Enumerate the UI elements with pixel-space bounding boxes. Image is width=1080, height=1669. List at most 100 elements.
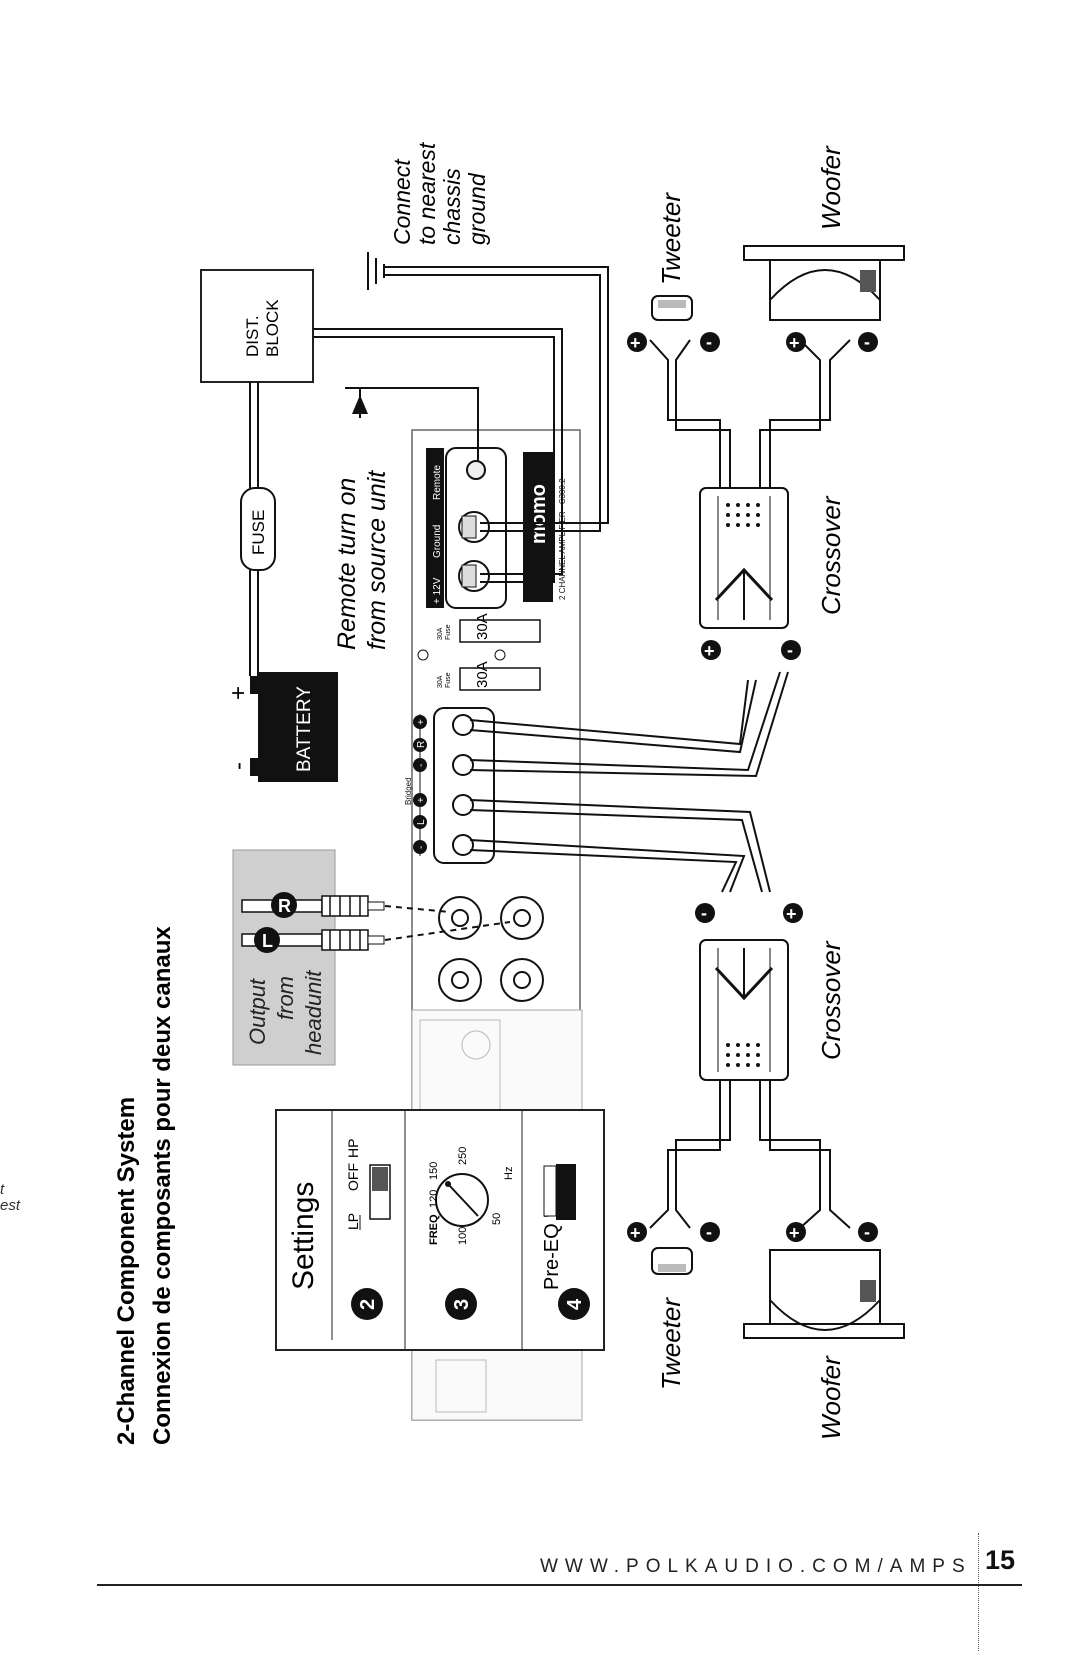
svg-text:+: + <box>630 333 641 353</box>
svg-text:Fuse: Fuse <box>445 624 452 640</box>
power-terminal-12v: + 12V <box>432 577 443 604</box>
fuse-2: 30A 30A Fuse <box>437 661 541 691</box>
terminal-l-plus <box>452 794 474 816</box>
svg-text:30A: 30A <box>437 675 444 688</box>
tweeter-top-label: Tweeter <box>656 192 686 285</box>
pre-eq-switch <box>556 1164 576 1220</box>
svg-text:3: 3 <box>451 1299 473 1310</box>
svg-text:R: R <box>416 741 427 748</box>
inline-fuse: FUSE <box>240 487 276 571</box>
svg-text:+: + <box>704 641 715 661</box>
svg-text:50: 50 <box>491 1213 503 1225</box>
svg-text:BATTERY: BATTERY <box>294 686 315 772</box>
svg-text:120: 120 <box>428 1190 440 1208</box>
ground-wire <box>385 266 609 532</box>
crossover-switch-labels: LP OFF HP <box>345 1139 361 1230</box>
svg-text:HP: HP <box>345 1139 361 1158</box>
fuse-1: 30A 30A Fuse <box>437 613 541 643</box>
svg-text:2: 2 <box>357 1299 379 1310</box>
wires-to-top-speakers <box>649 339 851 470</box>
power-terminal-remote: Remote <box>432 465 443 500</box>
woofer-bottom-label: Woofer <box>816 1355 846 1440</box>
svg-text:-: - <box>864 1222 870 1242</box>
svg-text:150: 150 <box>428 1162 440 1180</box>
tweeter-bottom-label: Tweeter <box>656 1297 686 1390</box>
svg-text:from: from <box>273 976 298 1020</box>
svg-text:FUSE: FUSE <box>249 510 268 555</box>
footer-url[interactable]: WWW.POLKAUDIO.COM/AMPS <box>540 1556 972 1577</box>
margin-fragment-1: t <box>0 1181 5 1198</box>
polarity-bottom-tweeter: + - <box>627 1222 720 1243</box>
svg-text:OFF: OFF <box>345 1163 361 1191</box>
svg-text:+: + <box>789 333 800 353</box>
svg-text:30A: 30A <box>474 613 491 640</box>
svg-text:ground: ground <box>464 172 490 245</box>
tweeter-bottom-icon <box>651 1247 693 1275</box>
battery-minus: - <box>225 762 252 770</box>
crossover-left <box>699 939 789 1098</box>
svg-text:chassis: chassis <box>439 168 465 245</box>
svg-text:-: - <box>706 332 712 352</box>
terminal-ground <box>458 511 490 543</box>
svg-text:headunit: headunit <box>301 970 326 1055</box>
tweeter-top-icon <box>651 295 693 321</box>
svg-text:Hz: Hz <box>503 1167 515 1180</box>
bridged-label: Bridged <box>404 777 413 805</box>
woofer-bottom-icon <box>743 1249 905 1339</box>
speaker-wires-left-channel <box>469 799 771 893</box>
dist-block: DIST. BLOCK <box>200 269 314 383</box>
battery-plus: + <box>225 686 252 700</box>
svg-text:-: - <box>864 332 870 352</box>
power-wire-battery <box>249 382 259 676</box>
brand-text: momo <box>528 484 550 544</box>
svg-text:30A: 30A <box>474 661 491 688</box>
polarity-markers-left: - + <box>695 903 803 924</box>
svg-text:Output: Output <box>245 978 270 1045</box>
speaker-terminal-labels: - L + - R + <box>413 715 427 854</box>
svg-text:to nearest: to nearest <box>414 141 440 245</box>
chassis-ground-icon <box>367 252 385 290</box>
crossover-left-label: Crossover <box>816 940 846 1060</box>
woofer-top-label: Woofer <box>816 145 846 230</box>
svg-text:-: - <box>701 903 707 923</box>
svg-text:Remote turn on: Remote turn on <box>333 478 361 650</box>
margin-fragment-2: est <box>0 1197 21 1214</box>
svg-text:+: + <box>789 1223 800 1243</box>
svg-text:Fuse: Fuse <box>445 672 452 688</box>
rca-cable-left: L <box>241 927 385 953</box>
power-terminal-label-bar <box>426 448 444 608</box>
footer-vertical-rule <box>978 1533 979 1651</box>
polarity-bottom-woofer: + - <box>786 1222 878 1243</box>
svg-text:+: + <box>416 797 427 803</box>
rca-left-label: L <box>262 931 273 951</box>
svg-text:-: - <box>787 640 793 660</box>
svg-text:4: 4 <box>564 1298 586 1310</box>
svg-text:DIST.: DIST. <box>243 315 262 357</box>
frequency-knob-icon <box>435 1173 489 1227</box>
speaker-wires-right-channel <box>469 671 789 778</box>
svg-text:BLOCK: BLOCK <box>263 299 282 357</box>
headunit-output-box: Output from headunit <box>232 849 336 1066</box>
rca-right-label: R <box>278 896 291 916</box>
title-fr: Connexion de composants pour deux canaux <box>149 926 176 1445</box>
brand-badge <box>523 452 553 602</box>
svg-text:-: - <box>706 1222 712 1242</box>
svg-text:250: 250 <box>457 1147 469 1165</box>
frequency-labels: FREQ 120 150 100 250 50 Hz <box>428 1147 515 1245</box>
polarity-top-woofer: + - <box>786 332 878 353</box>
woofer-top-icon <box>743 245 905 321</box>
settings-panel: Settings 2 LP OFF HP 3 FREQ 120 150 100 … <box>275 1109 605 1351</box>
terminal-r-plus <box>452 714 474 736</box>
title-en: 2-Channel Component System <box>113 1097 140 1445</box>
remote-turn-on-label: Remote turn on from source unit <box>333 470 391 650</box>
power-terminal-ground: Ground <box>432 525 443 558</box>
speaker-terminal-block <box>433 707 495 864</box>
polarity-top-tweeter: + - <box>627 332 720 353</box>
wires-to-bottom-speakers <box>649 1098 851 1229</box>
svg-text:FREQ: FREQ <box>428 1214 440 1245</box>
terminal-l-minus <box>452 834 474 856</box>
terminal-12v <box>458 560 490 592</box>
terminal-r-minus <box>452 754 474 776</box>
crossover-right <box>699 470 789 629</box>
